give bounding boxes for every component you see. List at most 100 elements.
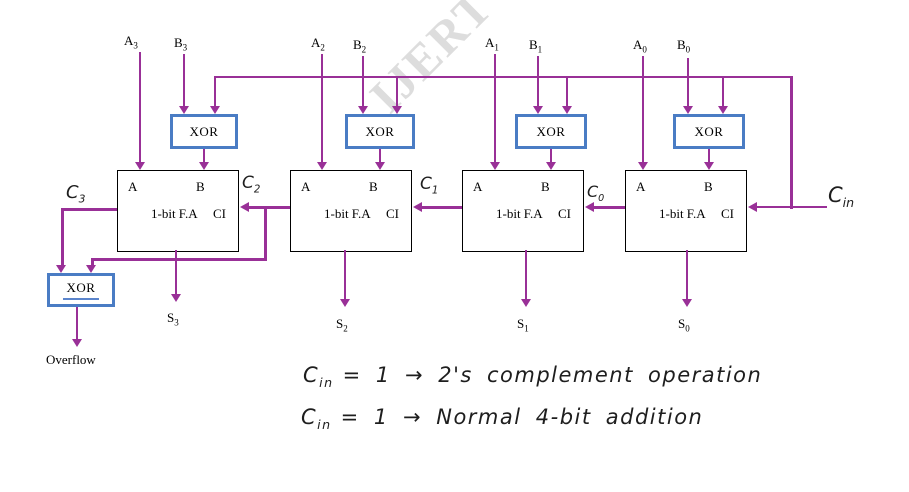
a2-sub: 2 bbox=[320, 42, 325, 53]
xor1-out-arrow bbox=[546, 162, 556, 170]
c3-wire-vertical bbox=[61, 208, 64, 265]
s0-arrow bbox=[682, 299, 692, 307]
note1-c: C bbox=[303, 363, 320, 387]
xor3-out-wire bbox=[203, 149, 205, 162]
xor1-out-wire bbox=[550, 149, 552, 162]
arrow-a2 bbox=[317, 162, 327, 170]
fa2-name: 1-bit F.A bbox=[324, 206, 371, 221]
c0-arrow bbox=[585, 202, 594, 212]
wire-a0 bbox=[642, 56, 644, 162]
note-complement-operation: Cin= 1 → 2's complement operation bbox=[303, 363, 762, 390]
fa0-name: 1-bit F.A bbox=[659, 206, 706, 221]
c2-sub: 2 bbox=[253, 184, 261, 196]
bus-branch-arrow-0 bbox=[718, 106, 728, 114]
b0-sub: 0 bbox=[685, 44, 691, 55]
note-normal-addition: Cin= 1 → Normal 4-bit addition bbox=[301, 405, 703, 432]
cin-bus-wire bbox=[214, 76, 793, 78]
wire-b1 bbox=[537, 56, 539, 106]
c2-arrow bbox=[240, 202, 249, 212]
b3-base: B bbox=[174, 35, 183, 50]
carry-label-c3: C3 bbox=[66, 182, 85, 206]
fa0-a-pin-label: A bbox=[636, 179, 646, 194]
s3-wire bbox=[175, 250, 177, 294]
xor-gate-2: XOR bbox=[345, 114, 415, 149]
full-adder-3: A B 1-bit F.A CI bbox=[117, 170, 239, 252]
xor-gate-1: XOR bbox=[515, 114, 587, 149]
arrow-a3 bbox=[135, 162, 145, 170]
c1-wire bbox=[422, 206, 462, 209]
wire-b0 bbox=[687, 58, 689, 106]
fa0-b-pin-label: B bbox=[704, 179, 713, 194]
c0-wire bbox=[594, 206, 625, 209]
c2-base: C bbox=[242, 173, 254, 193]
overflow-arrow bbox=[72, 339, 82, 347]
xor0-out-arrow bbox=[704, 162, 714, 170]
c3-sub: 3 bbox=[78, 192, 86, 206]
arrow-b3 bbox=[179, 106, 189, 114]
sum-label-s1: S1 bbox=[517, 316, 529, 334]
c2-overflow-arrow bbox=[86, 265, 96, 273]
cin-sub: in bbox=[842, 195, 855, 211]
input-label-b3: B3 bbox=[174, 35, 187, 53]
overflow-xor-gate: XOR bbox=[47, 273, 115, 307]
wire-a3 bbox=[139, 52, 141, 162]
xor0-out-wire bbox=[708, 149, 710, 162]
overflow-text: Overflow bbox=[46, 352, 96, 367]
bus-branch-3 bbox=[214, 76, 216, 106]
b2-base: B bbox=[353, 37, 362, 52]
input-label-a0: A0 bbox=[633, 37, 647, 55]
s1-sub: 1 bbox=[524, 323, 529, 334]
c3-base: C bbox=[66, 182, 79, 203]
arrow-a1 bbox=[490, 162, 500, 170]
c3-wire-horizontal bbox=[62, 208, 117, 211]
fa3-ci-pin-label: CI bbox=[213, 206, 226, 221]
bus-branch-2 bbox=[396, 76, 398, 106]
bus-branch-arrow-3 bbox=[210, 106, 220, 114]
wire-a1 bbox=[494, 54, 496, 162]
overflow-label: Overflow bbox=[46, 352, 96, 368]
s2-wire bbox=[344, 250, 346, 299]
b3-sub: 3 bbox=[182, 42, 188, 53]
c2-tap-drop bbox=[91, 258, 94, 265]
note2-sub: in bbox=[317, 417, 332, 433]
cin-riser-wire bbox=[790, 76, 793, 209]
fa3-b-pin-label: B bbox=[196, 179, 205, 194]
arrow-a0 bbox=[638, 162, 648, 170]
s0-base: S bbox=[678, 316, 686, 331]
input-label-b1: B1 bbox=[529, 37, 542, 55]
c2-wire bbox=[249, 206, 290, 209]
wire-b2 bbox=[362, 56, 364, 106]
sum-label-s3: S3 bbox=[167, 310, 179, 328]
overflow-xor-label: XOR bbox=[62, 280, 100, 300]
arrow-b1 bbox=[533, 106, 543, 114]
fa0-ci-pin-label: CI bbox=[721, 206, 734, 221]
a3-sub: 3 bbox=[133, 40, 138, 51]
bus-branch-0 bbox=[722, 76, 724, 106]
c0-sub: 0 bbox=[598, 193, 605, 205]
full-adder-0: A B 1-bit F.A CI bbox=[625, 170, 747, 252]
fa1-name: 1-bit F.A bbox=[496, 206, 543, 221]
xor-gate-0-label: XOR bbox=[694, 123, 724, 139]
full-adder-1: A B 1-bit F.A CI bbox=[462, 170, 584, 252]
a3-base: A bbox=[124, 33, 134, 48]
xor3-out-arrow bbox=[199, 162, 209, 170]
s3-sub: 3 bbox=[174, 317, 179, 328]
xor-gate-3: XOR bbox=[170, 114, 238, 149]
b1-base: B bbox=[529, 37, 538, 52]
a1-sub: 1 bbox=[494, 42, 499, 53]
carry-label-c1: C1 bbox=[420, 174, 438, 196]
bus-branch-arrow-2 bbox=[392, 106, 402, 114]
cin-wire bbox=[757, 206, 827, 208]
s1-base: S bbox=[517, 316, 525, 331]
sum-label-s2: S2 bbox=[336, 316, 348, 334]
fa1-ci-pin-label: CI bbox=[558, 206, 571, 221]
xor-gate-1-label: XOR bbox=[536, 123, 566, 139]
bus-branch-arrow-1 bbox=[562, 106, 572, 114]
s2-arrow bbox=[340, 299, 350, 307]
fa1-a-pin-label: A bbox=[473, 179, 483, 194]
fa2-a-pin-label: A bbox=[301, 179, 311, 194]
xor2-out-arrow bbox=[375, 162, 385, 170]
c0-base: C bbox=[587, 182, 599, 201]
arrow-b2 bbox=[358, 106, 368, 114]
c3-overflow-arrow bbox=[56, 265, 66, 273]
